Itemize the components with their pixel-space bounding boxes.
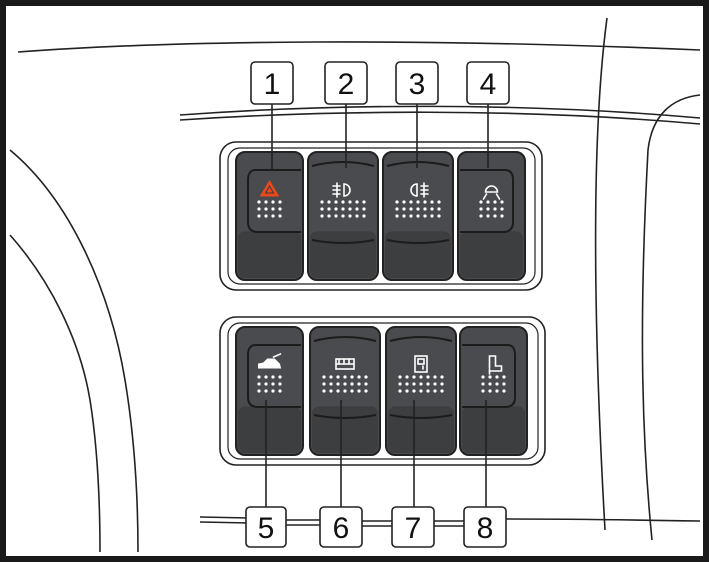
callout-6: 6 [320,507,362,547]
callout-8: 8 [464,507,506,547]
rear-fog-light-switch[interactable] [383,152,453,280]
interior-light-switch[interactable] [458,152,525,280]
callout-7-label: 7 [405,512,422,545]
callout-5-label: 5 [258,512,275,545]
callout-1: 1 [251,62,293,104]
bus-rear-switch[interactable] [310,327,380,455]
callout-7: 7 [392,507,434,547]
callout-2-label: 2 [338,68,355,101]
callout-4-label: 4 [480,68,497,101]
callout-3-label: 3 [409,68,426,101]
seat-switch[interactable] [460,327,527,455]
callout-2: 2 [325,62,367,104]
callout-1-label: 1 [264,68,281,101]
callout-8-label: 8 [477,512,494,545]
hazard-warning-switch[interactable] [236,152,303,280]
callout-4: 4 [467,62,509,104]
front-fog-light-switch[interactable] [308,152,378,280]
door-switch[interactable] [386,327,456,455]
callout-5: 5 [246,507,286,547]
callout-3: 3 [396,62,438,104]
callout-6-label: 6 [333,512,350,545]
trunk-switch[interactable] [236,327,303,455]
